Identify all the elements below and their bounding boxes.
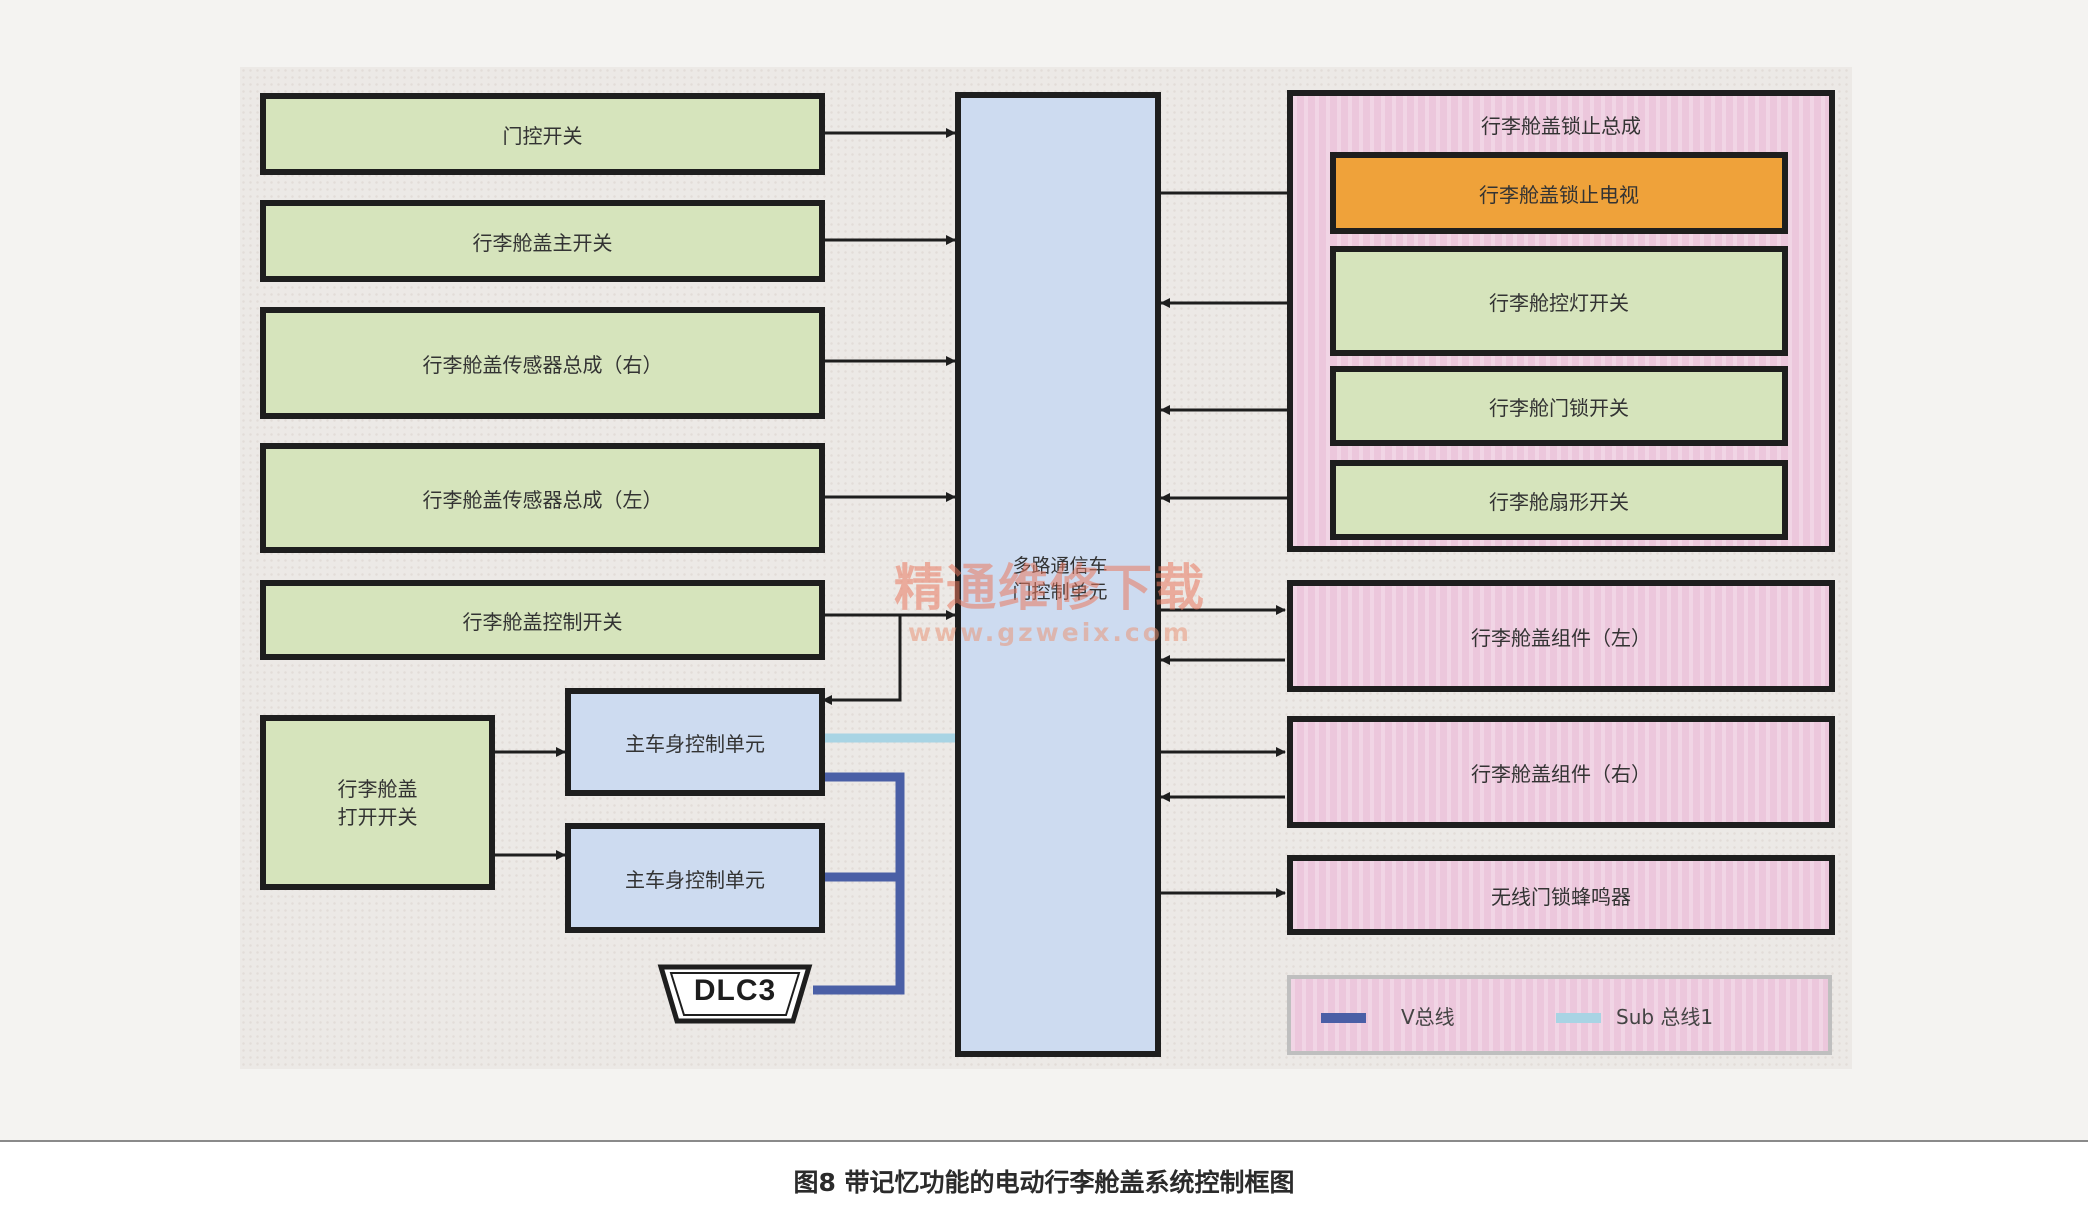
sensor-left-box: 行李舱盖传感器总成（左） — [260, 443, 825, 553]
door-lock-switch-box: 行李舱门锁开关 — [1330, 366, 1788, 446]
door-switch-label: 门控开关 — [502, 123, 583, 148]
main-body-ecu-1-box: 主车身控制单元 — [565, 688, 825, 796]
legend-v-bus-label: V总线 — [1401, 1005, 1455, 1029]
courtesy-light-switch-box: 行李舱控灯开关 — [1330, 246, 1788, 356]
dlc3-label: DLC3 — [693, 974, 777, 1007]
lock-assembly-title: 行李舱盖锁止总成 — [1481, 114, 1641, 138]
legend-sub-bus-label: Sub 总线1 — [1616, 1005, 1714, 1029]
courtesy-light-switch-label: 行李舱控灯开关 — [1489, 290, 1629, 315]
wireless-buzzer-label: 无线门锁蜂鸣器 — [1491, 884, 1631, 909]
trunk-main-switch-label: 行李舱盖主开关 — [472, 230, 613, 255]
legend-v-bus-swatch — [1321, 1013, 1366, 1023]
dlc3-connector: DLC3 — [655, 963, 815, 1027]
main-body-ecu-2-box: 主车身控制单元 — [565, 823, 825, 933]
trunk-assembly-left-label: 行李舱盖组件（左） — [1471, 625, 1651, 650]
lock-motor-box: 行李舱盖锁止电视 — [1330, 152, 1788, 234]
door-switch-box: 门控开关 — [260, 93, 825, 175]
lock-motor-label: 行李舱盖锁止电视 — [1479, 182, 1639, 207]
sensor-left-label: 行李舱盖传感器总成（左） — [422, 487, 663, 512]
connection-lines — [492, 128, 1331, 995]
sensor-right-box: 行李舱盖传感器总成（右） — [260, 307, 825, 419]
page-background: 门控开关 行李舱盖主开关 行李舱盖传感器总成（右） 行李舱盖传感器总成（左） 行… — [0, 0, 2088, 1142]
sector-switch-box: 行李舱扇形开关 — [1330, 460, 1788, 540]
trunk-assembly-right-box: 行李舱盖组件（右） — [1287, 716, 1835, 828]
trunk-control-switch-label: 行李舱盖控制开关 — [462, 609, 623, 634]
wireless-buzzer-box: 无线门锁蜂鸣器 — [1287, 855, 1835, 935]
trunk-main-switch-box: 行李舱盖主开关 — [260, 200, 825, 282]
sector-switch-label: 行李舱扇形开关 — [1489, 489, 1629, 514]
multiplex-door-control-unit — [955, 92, 1161, 1057]
main-body-ecu-1-label: 主车身控制单元 — [625, 731, 765, 756]
trunk-control-switch-box: 行李舱盖控制开关 — [260, 580, 825, 660]
dlc3-connector-shape — [657, 964, 813, 1024]
arrow-control-to-ecu — [822, 615, 902, 705]
trunk-open-switch-label: 行李舱盖 打开开关 — [337, 776, 418, 829]
door-lock-switch-label: 行李舱门锁开关 — [1489, 395, 1629, 420]
v-bus-line-1 — [813, 772, 905, 995]
sensor-right-label: 行李舱盖传感器总成（右） — [422, 352, 663, 377]
legend: V总线 Sub 总线1 — [1287, 975, 1832, 1055]
figure-caption: 图8 带记忆功能的电动行李舱盖系统控制框图 — [793, 1168, 1295, 1197]
multiplex-unit-label: 多路通信车 门控制单元 — [1012, 555, 1108, 603]
main-body-ecu-2-label: 主车身控制单元 — [625, 867, 765, 892]
trunk-assembly-left-box: 行李舱盖组件（左） — [1287, 580, 1835, 692]
legend-sub-bus-swatch — [1556, 1013, 1601, 1023]
trunk-open-switch-box: 行李舱盖 打开开关 — [260, 715, 495, 890]
trunk-assembly-right-label: 行李舱盖组件（右） — [1471, 761, 1651, 786]
